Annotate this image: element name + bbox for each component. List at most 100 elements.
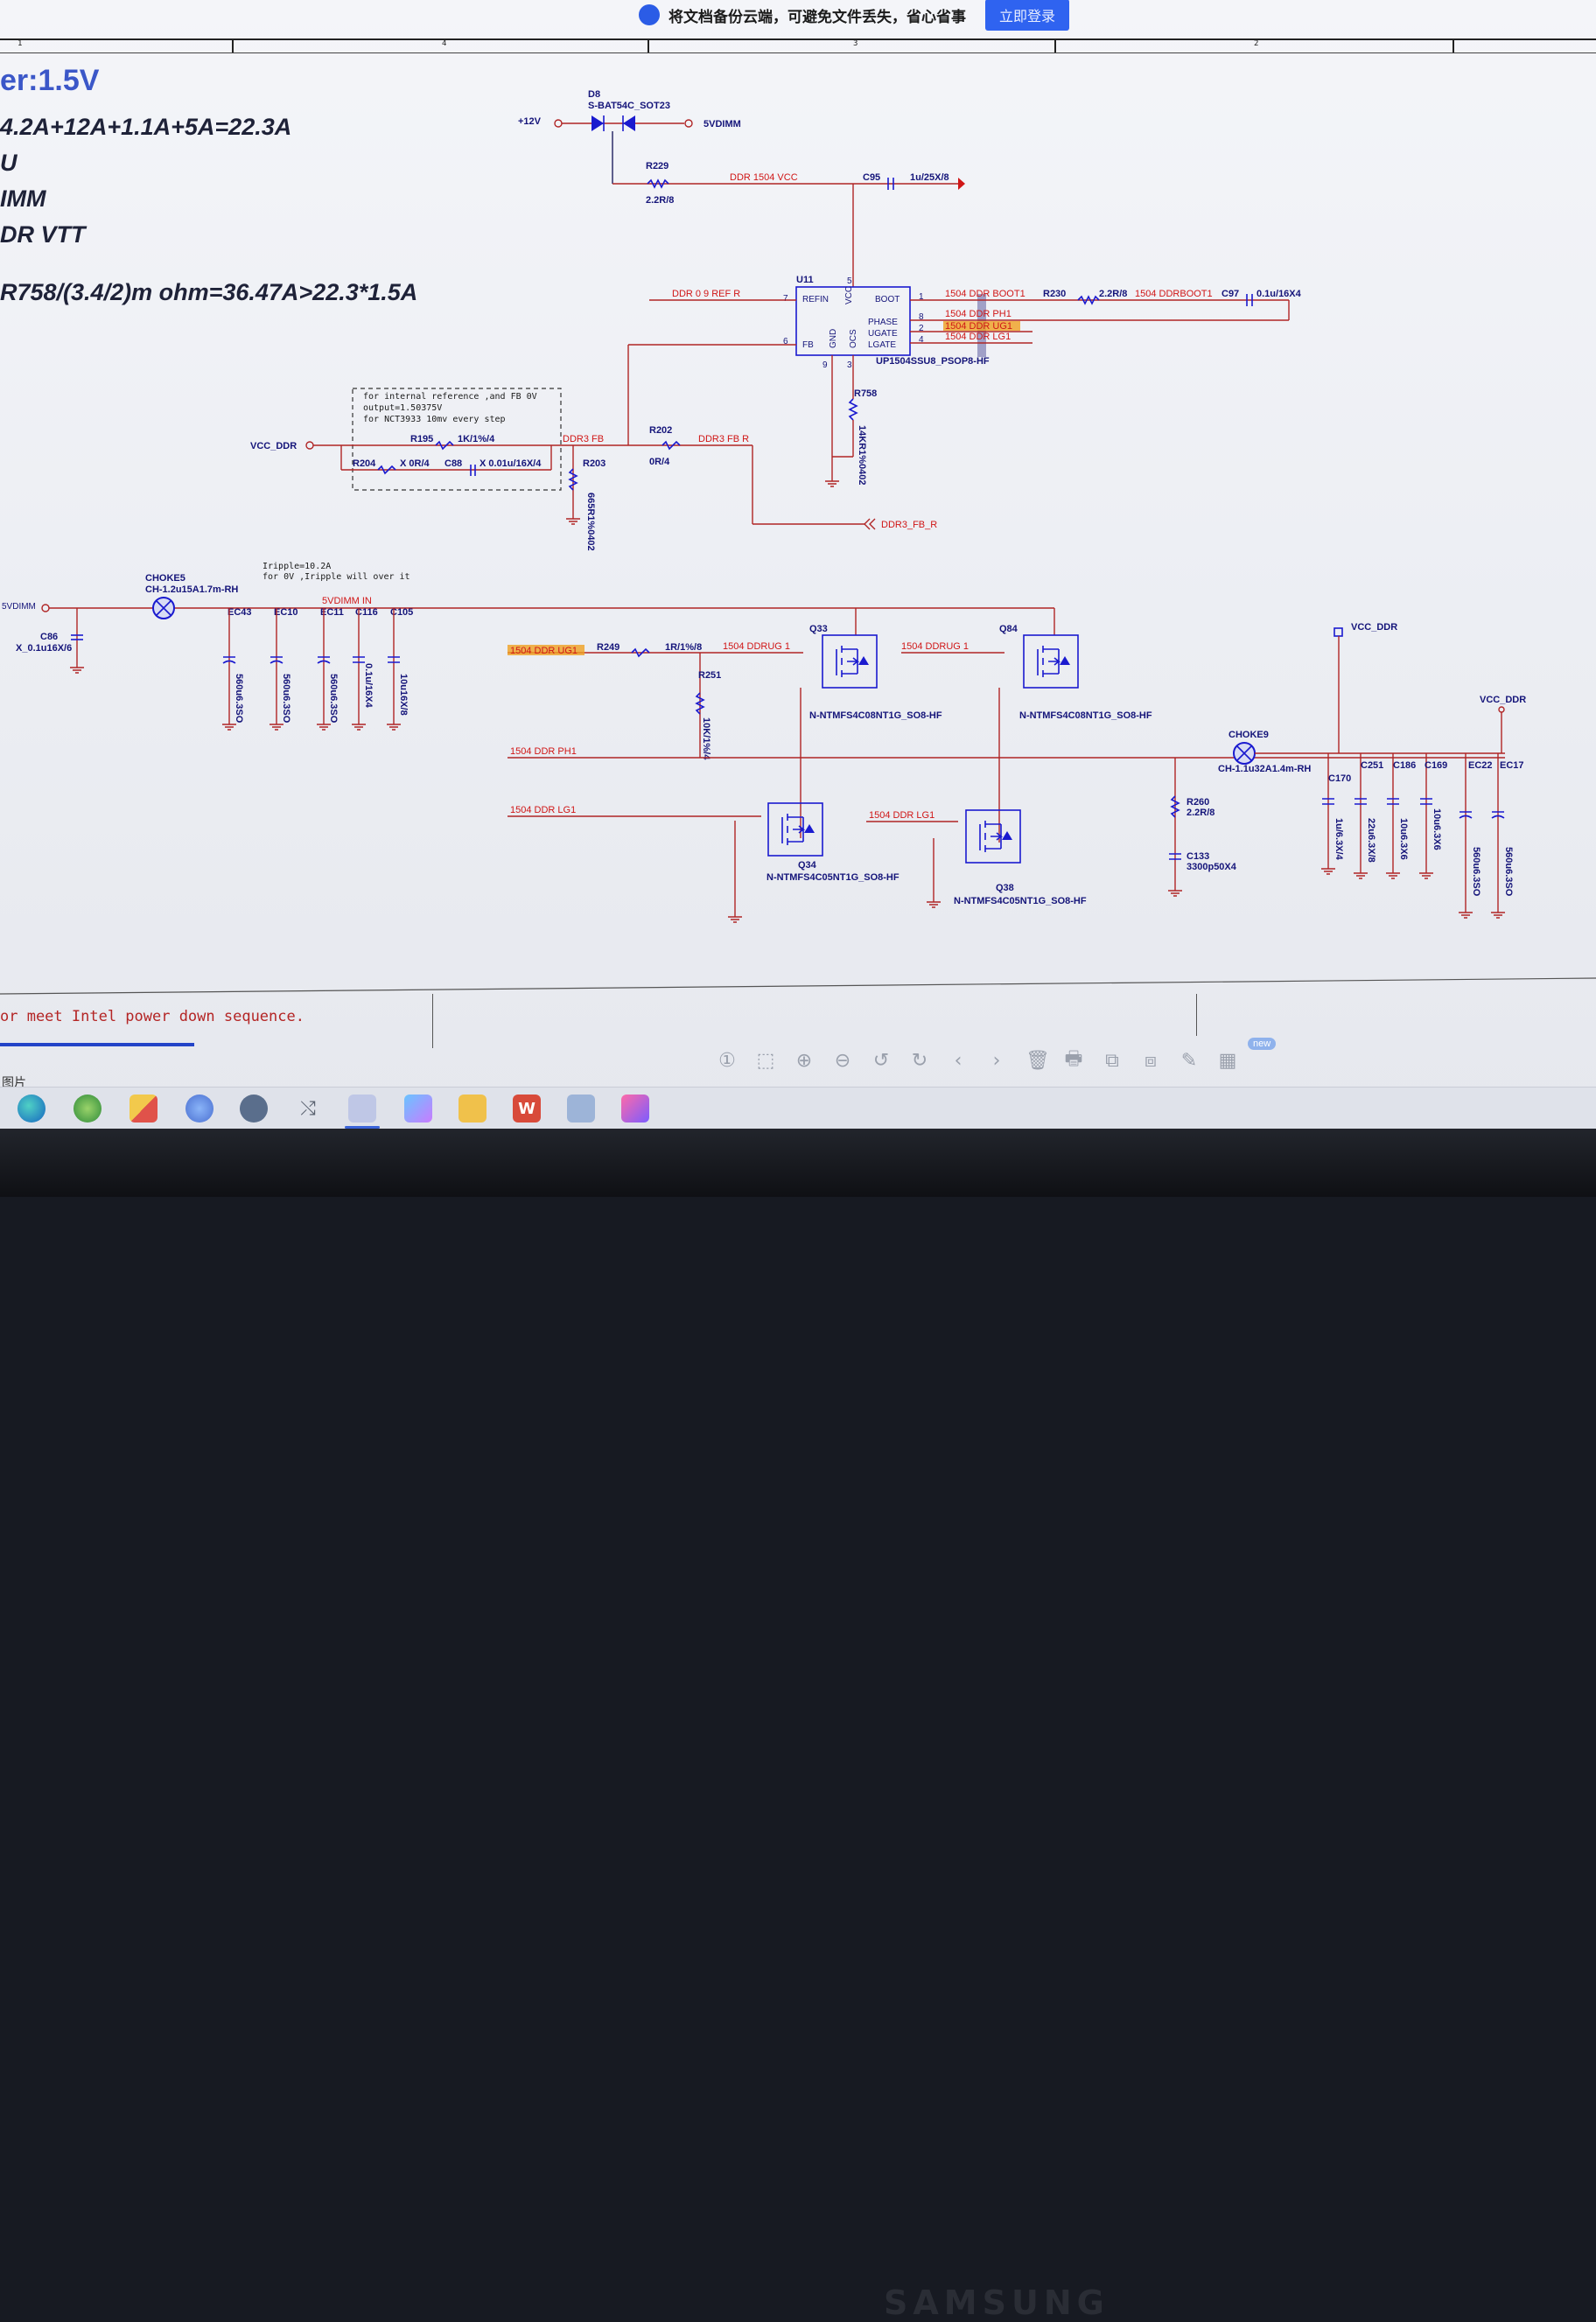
ripple-note: Iripple=10.2A — [262, 562, 331, 571]
browser-icon[interactable] — [74, 1095, 102, 1123]
ground-symbol — [927, 901, 941, 908]
more-icon[interactable]: ▦ — [1218, 1049, 1237, 1072]
ruler-tick — [1054, 40, 1056, 52]
note-line: DR VTT — [0, 221, 88, 248]
app-icon[interactable] — [404, 1095, 432, 1123]
pin-number: 3 — [847, 360, 852, 370]
pin-number: 8 — [919, 312, 924, 322]
ruler-label: 3 — [853, 39, 858, 48]
c86-ref: C86 — [40, 632, 58, 642]
net-ddrug1: 1504 DDRUG 1 — [723, 641, 790, 652]
c251-ref: C251 — [1361, 760, 1383, 771]
zoom-in-icon[interactable]: ⊕ — [795, 1049, 813, 1072]
shuffle-icon[interactable]: ⤭ — [300, 1097, 316, 1120]
previous-icon[interactable]: ‹ — [954, 1049, 962, 1072]
print-icon[interactable]: 🖶 — [1064, 1048, 1083, 1070]
gnd-arrow — [958, 178, 965, 190]
ground-symbol — [566, 518, 580, 525]
net-5vdimm: 5VDIMM — [704, 119, 741, 129]
q33-mosfet[interactable] — [822, 634, 878, 689]
media-icon[interactable] — [621, 1095, 649, 1123]
ground-symbol — [70, 667, 84, 674]
net-lg1c: 1504 DDR LG1 — [869, 810, 934, 821]
ec22-value: 560u6.3SO — [1471, 847, 1481, 897]
edge-icon[interactable] — [18, 1095, 46, 1123]
ec11-ref: EC11 — [320, 607, 344, 618]
c186-value: 10u6.3X6 — [1398, 818, 1409, 860]
c88-value: X 0.01u/16X/4 — [480, 458, 542, 469]
edit-icon[interactable]: ✎ — [1180, 1049, 1198, 1072]
q34-part: N-NTMFS4C05NT1G_SO8-HF — [766, 872, 900, 883]
net-ug1b: 1504 DDR UG1 — [510, 646, 578, 656]
r203-ref: R203 — [583, 458, 606, 469]
ground-symbol — [1168, 890, 1182, 897]
ripple-note: for 0V ,Iripple will over it — [262, 572, 410, 582]
apps-icon[interactable] — [130, 1095, 158, 1123]
pin-number: 1 — [919, 292, 924, 302]
copy-icon[interactable]: ⧉ — [1105, 1049, 1119, 1072]
net-ddrug1b: 1504 DDRUG 1 — [901, 641, 969, 652]
sheet-border — [0, 977, 1596, 995]
taskbar: ⤭ W — [0, 1087, 1596, 1129]
next-icon[interactable]: › — [992, 1049, 1001, 1072]
q38-mosfet[interactable] — [965, 809, 1021, 864]
r249-ref: R249 — [597, 642, 620, 653]
monitor-bezel: SAMSUNG — [0, 1129, 1596, 2322]
schematic-canvas[interactable]: er:1.5V 4.2A+12A+1.1A+5A=22.3A U IMM DR … — [0, 51, 1596, 996]
r229-ref: R229 — [646, 161, 668, 171]
active-app-indicator — [345, 1126, 380, 1129]
pin-number: 2 — [919, 324, 924, 333]
pin-number: 4 — [919, 335, 924, 345]
c133-value: 3300p50X4 — [1186, 862, 1237, 872]
r229-value: 2.2R/8 — [646, 195, 674, 206]
rotate-right-icon[interactable]: ↻ — [911, 1049, 928, 1072]
net-ug1: 1504 DDR UG1 — [945, 321, 1012, 332]
ruler-label: 2 — [1254, 39, 1259, 48]
crop-icon[interactable]: ⬚ — [756, 1049, 775, 1072]
explorer-icon[interactable] — [458, 1095, 486, 1123]
choke5-part: CH-1.2u15A1.7m-RH — [145, 584, 238, 595]
fit-icon[interactable]: ⧈ — [1144, 1049, 1157, 1072]
r230-ref: R230 — [1043, 289, 1066, 299]
q34-mosfet[interactable] — [767, 802, 823, 857]
net-ph1b: 1504 DDR PH1 — [510, 746, 577, 757]
notes-icon[interactable] — [567, 1095, 595, 1123]
info-icon[interactable]: ① — [718, 1049, 736, 1072]
output-cap-bank — [1321, 753, 1505, 919]
ruler-tick — [648, 40, 649, 52]
login-button[interactable]: 立即登录 — [985, 0, 1070, 31]
banner-text: 将文档备份云端，可避免文件丢失，省心省事 — [668, 8, 966, 25]
r195-symbol — [435, 440, 454, 451]
r195-ref: R195 — [410, 434, 433, 444]
r249-symbol — [631, 647, 650, 658]
c97-value: 0.1u/16X4 — [1256, 289, 1302, 299]
c95-ref: C95 — [863, 172, 880, 183]
power-sequence-note: or meet Intel power down sequence. — [0, 1008, 304, 1025]
network-icon[interactable] — [240, 1095, 268, 1123]
r203-symbol — [568, 468, 578, 491]
rotate-left-icon[interactable]: ↺ — [872, 1049, 890, 1072]
pin-number: 9 — [822, 360, 828, 370]
pin-ugate: UGATE — [868, 329, 898, 339]
net-ddrboot1: 1504 DDRBOOT1 — [1135, 289, 1213, 299]
r229-symbol — [647, 178, 669, 189]
choke5-ref: CHOKE5 — [145, 573, 186, 584]
q84-mosfet[interactable] — [1023, 634, 1079, 689]
choke-core — [156, 600, 172, 616]
r249-value: 1R/1%/8 — [665, 642, 702, 653]
input-cap-bank — [222, 608, 401, 731]
q38-ref: Q38 — [996, 883, 1014, 893]
net-lg1: 1504 DDR LG1 — [945, 332, 1011, 342]
photos-icon[interactable] — [348, 1095, 376, 1123]
net-ddr-ref: DDR 0 9 REF R — [672, 289, 740, 299]
pin-number: 6 — [783, 337, 788, 346]
delete-icon[interactable]: 🗑 — [1026, 1049, 1050, 1072]
settings-icon[interactable] — [186, 1095, 214, 1123]
viewer-toolbar: ① ⬚ ⊕ ⊖ ↺ ↻ ‹ › 🗑 🖶 ⧉ ⧈ ✎ ▦ — [718, 1043, 1237, 1078]
title-block-divider — [432, 994, 433, 1048]
ref-note-line: output=1.50375V — [363, 403, 442, 413]
ec11-value: 560u6.3SO — [328, 674, 339, 724]
wps-icon[interactable]: W — [513, 1095, 541, 1123]
zoom-out-icon[interactable]: ⊖ — [834, 1049, 851, 1072]
r203-value: 665R1%0402 — [585, 493, 596, 551]
